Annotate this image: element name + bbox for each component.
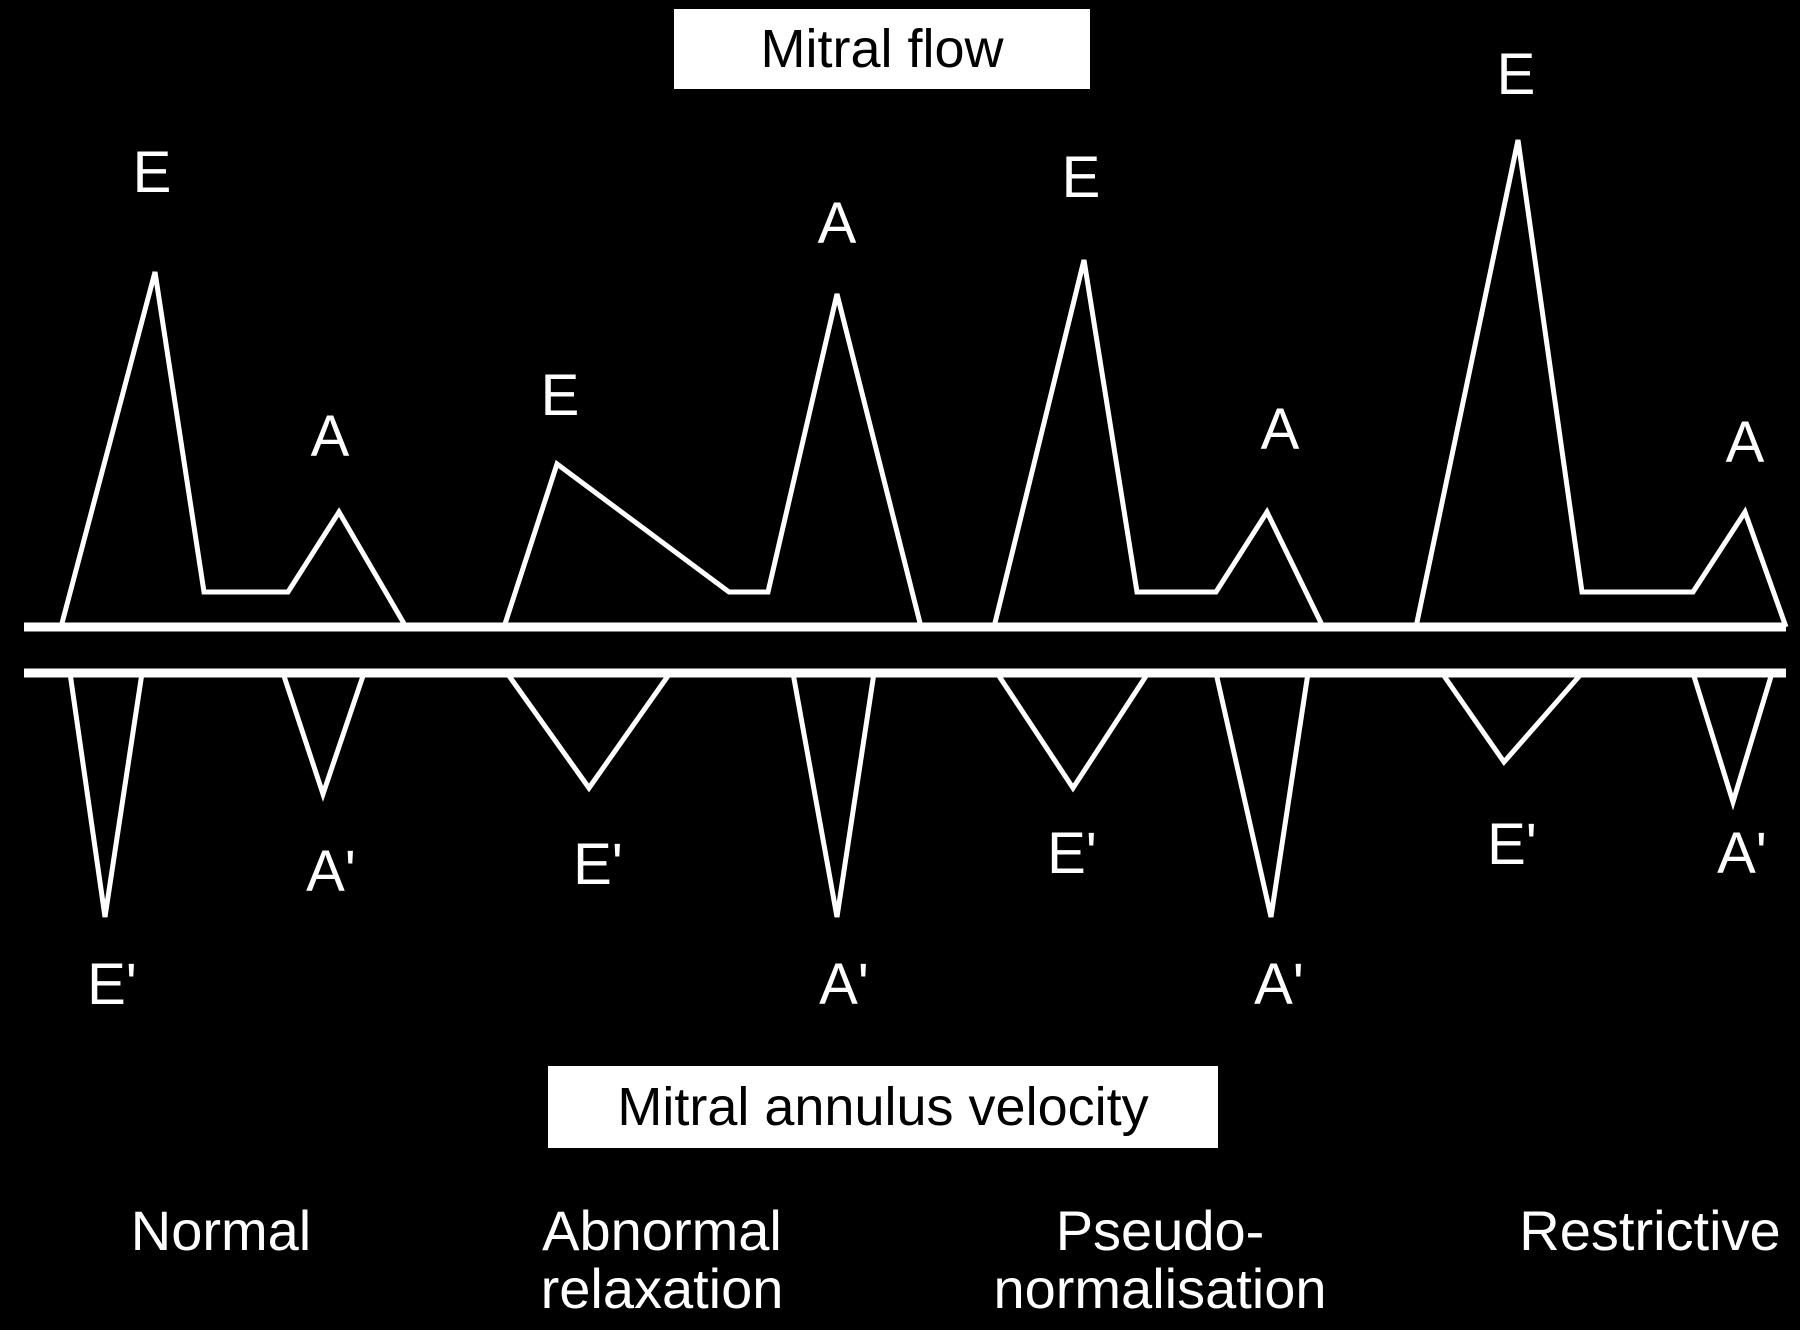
mitral-flow-title-box bbox=[674, 9, 1090, 89]
e-wave-label: E bbox=[133, 140, 172, 205]
a-prime-trace-normal bbox=[280, 672, 367, 802]
e-wave-label: E bbox=[1062, 145, 1101, 210]
annulus-velocity-title-box bbox=[548, 1066, 1218, 1148]
e-prime-label: E' bbox=[87, 952, 137, 1017]
category-label-abnormal-line2: relaxation bbox=[541, 1257, 784, 1320]
category-label-restrictive: Restrictive bbox=[1519, 1199, 1780, 1262]
mitral-flow-title: Mitral flow bbox=[674, 9, 1090, 89]
mitral-flow-trace-abnormal bbox=[501, 293, 924, 628]
e-prime-trace-restrictive bbox=[1439, 671, 1584, 767]
pattern-restrictive: E A E' A' bbox=[1413, 42, 1789, 886]
mitral-flow-trace-pseudo bbox=[991, 259, 1326, 629]
a-wave-label: A bbox=[311, 404, 350, 469]
e-prime-trace-normal bbox=[67, 672, 145, 918]
a-prime-trace-abnormal bbox=[790, 672, 877, 918]
mitral-flow-trace-restrictive bbox=[1413, 139, 1789, 628]
category-label-abnormal-line1: Abnormal bbox=[542, 1199, 782, 1262]
e-wave-label: E bbox=[541, 363, 580, 428]
annulus-velocity-title-text: Mitral annulus velocity bbox=[617, 1077, 1148, 1137]
e-prime-label: E' bbox=[573, 832, 623, 897]
category-label-pseudo-line1: Pseudo- bbox=[1056, 1199, 1265, 1262]
a-prime-label: A' bbox=[306, 839, 356, 904]
a-prime-label: A' bbox=[1717, 821, 1767, 886]
a-wave-label: A bbox=[1726, 410, 1765, 475]
e-prime-label: E' bbox=[1487, 812, 1537, 877]
e-prime-trace-abnormal bbox=[504, 671, 673, 793]
a-wave-label: A bbox=[1261, 397, 1300, 462]
a-prime-trace-restrictive bbox=[1690, 672, 1775, 811]
a-prime-label: A' bbox=[819, 952, 869, 1017]
a-prime-trace-pseudo bbox=[1213, 672, 1311, 918]
e-wave-label: E bbox=[1497, 42, 1536, 107]
pattern-abnormal-relaxation: E A E' A' bbox=[501, 191, 924, 1017]
a-prime-label: A' bbox=[1254, 952, 1304, 1017]
e-prime-label: E' bbox=[1047, 821, 1097, 886]
mitral-flow-trace-normal bbox=[58, 271, 409, 629]
category-label-normal: Normal bbox=[131, 1199, 311, 1262]
e-prime-trace-pseudo bbox=[994, 671, 1151, 793]
a-wave-label: A bbox=[818, 191, 857, 256]
annulus-velocity-title: Mitral annulus velocity bbox=[548, 1066, 1218, 1148]
mitral-flow-title-text: Mitral flow bbox=[760, 19, 1004, 79]
pattern-normal: E A E' A' bbox=[58, 140, 409, 1017]
category-label-pseudo-line2: normalisation bbox=[993, 1257, 1326, 1320]
pattern-pseudo-normalisation: E A E' A' bbox=[991, 145, 1326, 1017]
